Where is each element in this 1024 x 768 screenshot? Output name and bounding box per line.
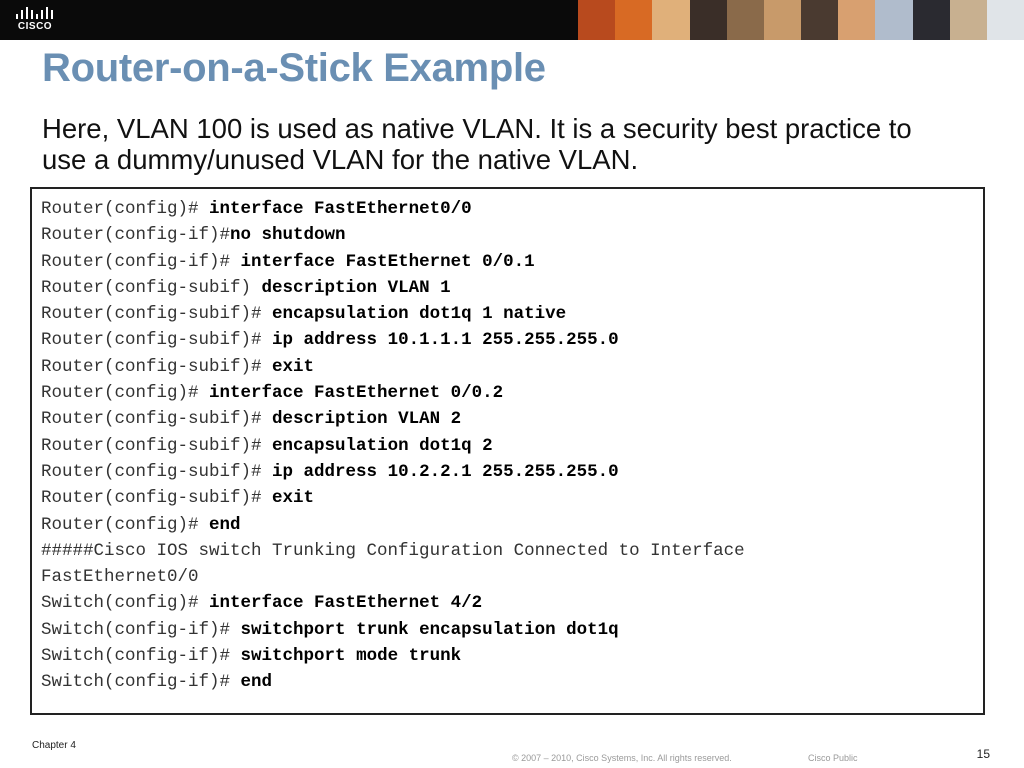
code-line: Router(config-subif)# exit — [41, 485, 745, 511]
code-line: Router(config-subif)# ip address 10.2.2.… — [41, 459, 745, 485]
header-photo — [801, 0, 839, 40]
code-line: Router(config-subif)# encapsulation dot1… — [41, 433, 745, 459]
cli-prompt: Router(config-subif) — [41, 277, 262, 298]
cli-prompt: Router(config-subif)# — [41, 488, 273, 509]
code-line: Router(config)# interface FastEthernet 0… — [41, 380, 745, 406]
cli-prompt: Switch(config-if)# — [41, 619, 241, 640]
cli-prompt: Switch(config-if)# — [41, 672, 241, 693]
header-bar: CISCO — [0, 0, 1024, 40]
code-comment: FastEthernet0/0 — [41, 567, 199, 588]
code-line: #####Cisco IOS switch Trunking Configura… — [41, 538, 745, 564]
cli-command: interface FastEthernet 4/2 — [209, 593, 483, 614]
code-line: Router(config-subif)# encapsulation dot1… — [41, 301, 745, 327]
cli-command: interface FastEthernet0/0 — [209, 199, 472, 219]
cli-prompt: Router(config)# — [41, 199, 210, 219]
footer-classification: Cisco Public — [808, 753, 858, 763]
cli-command: ip address 10.2.2.1 255.255.255.0 — [272, 461, 619, 482]
header-photo — [875, 0, 913, 40]
header-photo — [689, 0, 727, 40]
slide-title: Router-on-a-Stick Example — [42, 46, 546, 90]
code-line: Router(config-subif)# description VLAN 2 — [41, 406, 745, 432]
cli-command: interface FastEthernet 0/0.1 — [240, 251, 535, 272]
code-line: Switch(config-if)# switchport trunk enca… — [41, 617, 745, 643]
footer-copyright: © 2007 – 2010, Cisco Systems, Inc. All r… — [512, 753, 732, 763]
cli-command: switchport trunk encapsulation dot1q — [240, 619, 619, 640]
code-line: Router(config)# interface FastEthernet0/… — [41, 196, 745, 222]
code-line: Switch(config-if)# end — [41, 669, 745, 695]
cli-command: end — [240, 672, 273, 693]
slide-subtitle: Here, VLAN 100 is used as native VLAN. I… — [42, 113, 912, 175]
code-line: FastEthernet0/0 — [41, 564, 745, 590]
cli-command: exit — [272, 356, 315, 377]
header-photo — [986, 0, 1024, 40]
header-photo — [652, 0, 690, 40]
header-photo — [615, 0, 653, 40]
cli-command: switchport mode trunk — [240, 646, 462, 667]
cli-prompt: Router(config-if)# — [41, 225, 231, 246]
code-line: Router(config-if)#no shutdown — [41, 222, 745, 248]
cli-command: description VLAN 1 — [261, 277, 451, 298]
code-line: Router(config-subif)# exit — [41, 354, 745, 380]
page-number: 15 — [976, 747, 990, 761]
header-photo — [838, 0, 876, 40]
cli-command: exit — [272, 488, 315, 509]
code-line: Switch(config)# interface FastEthernet 4… — [41, 590, 745, 616]
cli-prompt: Router(config-subif)# — [41, 330, 273, 351]
code-block: Router(config)# interface FastEthernet0/… — [30, 187, 985, 715]
cli-command: interface FastEthernet 0/0.2 — [209, 383, 504, 404]
code-comment: #####Cisco IOS switch Trunking Configura… — [41, 540, 745, 561]
cli-prompt: Router(config-subif)# — [41, 356, 273, 377]
code-line: Router(config)# end — [41, 512, 745, 538]
cli-prompt: Router(config-subif)# — [41, 409, 273, 430]
footer-chapter: Chapter 4 — [32, 740, 76, 751]
code-line: Router(config-if)# interface FastEtherne… — [41, 249, 745, 275]
cli-command: end — [209, 514, 241, 535]
header-photo — [763, 0, 802, 40]
header-photo — [912, 0, 950, 40]
cli-prompt: Router(config)# — [41, 383, 210, 404]
cli-command: no shutdown — [230, 225, 346, 246]
cisco-logo-text: CISCO — [17, 21, 53, 32]
header-photo — [949, 0, 987, 40]
code-line: Router(config-subif) description VLAN 1 — [41, 275, 745, 301]
cli-command: ip address 10.1.1.1 255.255.255.0 — [272, 330, 619, 351]
cli-command: encapsulation dot1q 2 — [272, 435, 493, 456]
cli-command: description VLAN 2 — [272, 409, 462, 430]
code-line: Switch(config-if)# switchport mode trunk — [41, 643, 745, 669]
cli-prompt: Router(config-if)# — [41, 251, 241, 272]
cisco-bridge-icon — [16, 7, 53, 19]
code-lines: Router(config)# interface FastEthernet0/… — [41, 196, 745, 696]
header-photo — [578, 0, 616, 40]
header-photo — [726, 0, 764, 40]
cli-prompt: Router(config-subif)# — [41, 461, 273, 482]
cli-prompt: Router(config-subif)# — [41, 304, 273, 325]
header-photo-strip — [578, 0, 1024, 40]
cli-command: encapsulation dot1q 1 native — [272, 304, 567, 325]
cisco-logo: CISCO — [12, 6, 58, 34]
code-line: Router(config-subif)# ip address 10.1.1.… — [41, 327, 745, 353]
cli-prompt: Switch(config-if)# — [41, 646, 241, 667]
cli-prompt: Router(config)# — [41, 514, 210, 535]
cli-prompt: Switch(config)# — [41, 593, 210, 614]
cli-prompt: Router(config-subif)# — [41, 435, 273, 456]
